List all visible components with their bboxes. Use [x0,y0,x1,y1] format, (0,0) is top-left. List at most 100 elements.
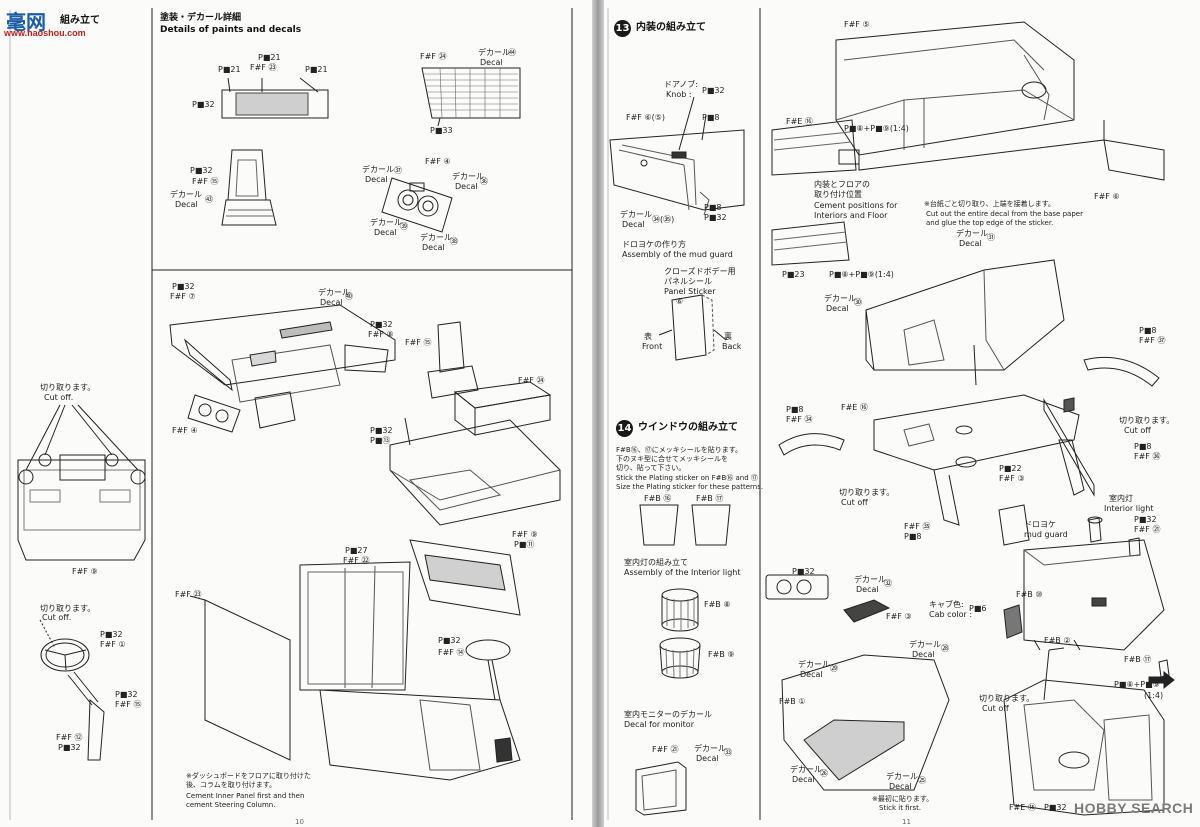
mud-n6: ⑥ [676,297,684,306]
step14-title: ウインドウの組み立て [638,422,738,433]
wheels-ff34: F#F ㉞ [786,415,813,424]
cutoff-jp: 切り取ります。 [40,383,96,392]
knob-d3435: ㉞(㉟) [652,215,675,224]
wheels-ff21: F#F ㉑ [1134,525,1161,534]
cab-last-en: Stick it first. [879,804,922,812]
mud-sticker-en: Panel Sticker [664,287,716,296]
light-title-en: Assembly of the Interior light [624,568,741,577]
mud-back-jp: 裏 [724,332,732,341]
gauge-decal2-jp: デカール [452,172,484,181]
gauge-decal3-en: Decal [374,228,397,237]
watermark-url: www.haoshou.com [4,28,86,38]
gauge-g38: ㊳ [450,237,458,246]
cab-d32: ㉜ [884,579,892,588]
monitor-decal-en: Decal [696,754,719,763]
seat-d43: ㊸ [205,195,213,204]
dash-ff4: F#F ④ [172,426,198,435]
wheel-ff1: F#F ① [100,640,126,649]
mud-sticker-jp2: パネルシール [664,277,712,286]
floor-cut-en2: and glue the top edge of the sticker. [926,219,1054,227]
page-gutter [592,0,604,827]
knob-ff65: F#F ⑥(⑤) [626,113,666,122]
floor-pos-jp2: 取り付け位置 [814,190,862,199]
cab-decalT-jp: デカール [909,640,941,649]
wheels-r8d: P■8 [904,532,922,541]
wheels-r8c: P■8 [1134,442,1152,451]
mud-title-en: Assembly of the mud guard [622,250,733,259]
cab-fb2: F#B ② [1044,636,1071,645]
ff9-label: F#F ⑨ [72,567,98,576]
cutoff-en: Cut off. [44,393,74,402]
wheel-ff15: F#F ⑮ [115,700,142,709]
paint-ff23: F#F ㉓ [250,63,277,72]
wheel-cut-jp: 切り取ります。 [40,604,96,613]
cab-d26: ㉖ [820,769,828,778]
wheels-cut2-en: Cut off [841,498,868,507]
step13-title: 内装の組み立て [636,22,706,33]
knob-decal-jp: デカール [620,210,652,219]
left-page-linework [0,0,592,827]
knob-r32b: P■32 [704,213,727,222]
step13-number: 13 [614,20,631,37]
right-page: 13 内装の組み立て F#F ⑤ ドアノブ: Knob : P■32 P■8 F… [604,0,1200,827]
dash-r32b: P■32 [370,320,393,329]
step14-jp1: F#B⑯、⑰にメッキシールを貼ります。 [616,446,742,454]
floor-note-jp2: 後、コラムを取り付けます。 [186,781,277,789]
wheels-cut-en: Cut off [1124,426,1151,435]
seat-decal-en: Decal [175,200,198,209]
monitor-decal-jp: デカール [694,744,726,753]
dash-r32c: P■32 [370,426,393,435]
floor-decal-jp: デカール [956,229,988,238]
cab-cut-en: Cut off [982,704,1009,713]
wheels-ff35: F#F ㉟ [904,522,931,531]
cab-color-jp: キャブ色: [929,600,964,609]
gauge-decal-jp: デカール [362,165,394,174]
gauge-decal4-en: Decal [422,243,445,252]
gauge-g39: ㊴ [400,222,408,231]
cab-d28: ㉘ [941,644,949,653]
floor-d30: ㉚ [854,298,862,307]
floor-pos-en2: Interiors and Floor [814,211,888,220]
floor-fe16: F#E ⑯ [786,117,813,126]
monitor-title-en: Decal for monitor [624,720,694,729]
paint-r32: P■32 [192,100,215,109]
cab-r32-b: P■32 [1044,803,1067,812]
paint-title-en: Details of paints and decals [160,25,302,35]
seat-decal-jp: デカール [170,190,202,199]
wheels-r8b: P■8 [786,405,804,414]
step14-en2: Size the Plating sticker for these patte… [616,483,764,491]
dash-ff9: F#F ⑨ [512,530,538,539]
mud-back-en: Back [722,342,742,351]
knob-jp: ドアノブ: [664,80,698,89]
cab-ratio: (1:4) [1144,691,1164,700]
floor-r8b: P■⑧+P■⑨(1:4) [829,270,894,279]
floor-r27: P■27 [345,546,368,555]
floor-ff22: F#F ㉒ [343,556,370,565]
paint-r33: P■33 [430,126,453,135]
watermark-site: 毫网 [6,12,46,34]
mud-front-en: Front [642,342,663,351]
cab-r6: P■6 [969,604,987,613]
paint-title-jp: 塗装・デカール詳細 [160,13,242,23]
paint-ff24: F#F ㉔ [420,52,447,61]
paint-r21a: P■21 [258,53,281,62]
paint-r21c: P■21 [305,65,328,74]
cab-decalB-jp: デカール [790,765,822,774]
cab-decal-jp: デカール [854,575,886,584]
dash-ff8: F#F ⑧ [368,330,394,339]
wheels-r22: P■22 [999,464,1022,473]
gauge-g37: ㊲ [394,166,402,175]
right-page-linework [604,0,1200,827]
knob-en: Knob : [666,90,692,99]
floor-cut-en1: Cut out the entire decal from the base p… [926,210,1083,218]
cab-d25: ㉕ [918,776,926,785]
knob-decal-en: Decal [622,220,645,229]
wheels-mud-en: mud guard [1024,530,1068,539]
wheel-r32: P■32 [100,630,123,639]
wheel-cut-en: Cut off. [42,613,72,622]
floor-note-en1: Cement Inner Panel first and then [186,792,305,800]
cab-decalL-jp: デカール [798,660,830,669]
wheel-r32c: P■32 [58,743,81,752]
cab-decalL-en: Decal [800,670,823,679]
